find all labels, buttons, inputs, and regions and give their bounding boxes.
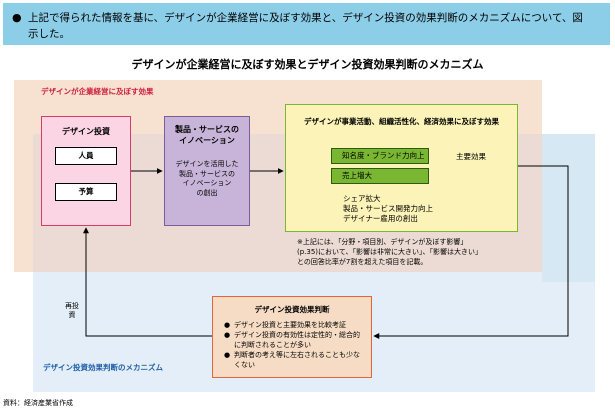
judgement-item: ● デザイン投資の有効性は定性的・総合的に判断されることが多い — [224, 331, 360, 349]
judgement-title: デザイン投資効果判断 — [254, 305, 330, 314]
source-note: 資料：経済産業省作成 — [3, 399, 73, 407]
effects-title: デザインが事業活動、組織活性化、経済効果に及ぼす効果 — [304, 117, 499, 126]
sales-increase-box: 売上増大 — [331, 168, 429, 184]
innovation-title: 製品・サービスの イノベーション — [175, 125, 239, 145]
innovation-box — [164, 116, 250, 226]
arrow-reinvest — [83, 227, 212, 337]
budget-box: 予算 — [55, 183, 117, 201]
brand-awareness-box: 知名度・ブランド力向上 — [331, 148, 429, 164]
judgement-item: ● 判断者の考え等に左右されることも少なくない — [224, 351, 360, 369]
diagram-title: デザインが企業経営に及ぼす効果とデザイン投資効果判断のメカニズム — [131, 58, 484, 71]
innovation-description: デザインを活用した 製品・サービスの イノベーション の創出 — [175, 160, 239, 197]
design-investment-title: デザイン投資 — [62, 127, 110, 136]
footnote: ※上記には、「分野・項目別、デザインが及ぼす影響」 (p.35)において、「影響… — [297, 238, 482, 266]
mechanism-region-label: デザイン投資効果判断のメカニズム — [43, 363, 163, 372]
share-expansion-item: シェア拡大 — [343, 194, 381, 203]
design-investment-box — [41, 116, 131, 226]
designer-employment-item: デザイナー雇用の創出 — [343, 214, 418, 223]
judgement-item: ● デザイン投資と主要効果を比較考証 — [224, 321, 346, 329]
judgement-box — [212, 296, 372, 378]
effect-region-label: デザインが企業経営に及ぼす効果 — [41, 87, 154, 96]
header-bullet: ● — [12, 11, 22, 24]
judgement-list: ● デザイン投資と主要効果を比較考証 ● デザイン投資の有効性は定性的・総合的に… — [224, 320, 366, 370]
reinvest-label: 再投資 — [65, 302, 79, 319]
dev-capability-item: 製品・サービス開発力向上 — [343, 204, 433, 213]
bullet: ● — [224, 331, 231, 339]
bullet: ● — [224, 321, 231, 329]
personnel-box: 人員 — [55, 147, 117, 165]
header-banner — [3, 3, 610, 45]
main-effect-label: 主要効果 — [456, 152, 486, 161]
header-text: 上記で得られた情報を基に、デザインが企業経営に及ぼす効果と、デザイン投資の効果判… — [28, 12, 583, 40]
bullet: ● — [224, 351, 231, 359]
